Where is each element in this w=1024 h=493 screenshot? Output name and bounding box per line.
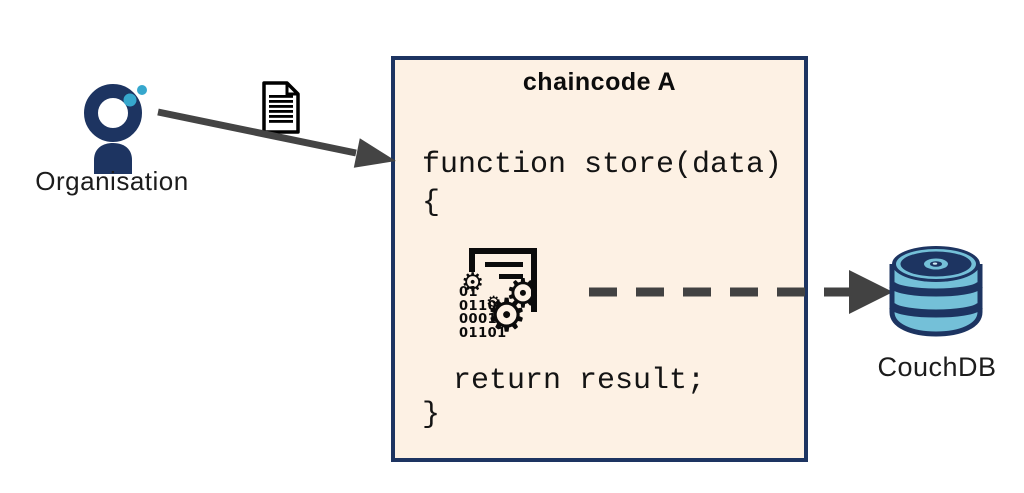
couchdb-database-icon bbox=[889, 246, 983, 337]
gear-icon: ⚙ bbox=[486, 293, 502, 313]
gear-icon: ⚙ bbox=[505, 271, 541, 317]
gear-icon: ⚙ bbox=[486, 288, 528, 342]
data-processing-icon: ⚙ ⚙ ⚙ ⚙ 01 0110 0001 01101 bbox=[459, 248, 553, 346]
binary-line: 0110 bbox=[459, 298, 498, 314]
binary-line: 01 bbox=[459, 285, 479, 300]
organisation-icon bbox=[84, 84, 147, 174]
chaincode-title: chaincode A bbox=[522, 68, 677, 96]
couchdb-label: CouchDB bbox=[877, 352, 997, 382]
organisation-label: Organisation bbox=[35, 166, 189, 196]
code-line-return: return result; bbox=[453, 364, 706, 398]
gear-icon: ⚙ bbox=[461, 268, 485, 298]
binary-line: 01101 bbox=[459, 325, 507, 341]
code-line-close-brace: } bbox=[422, 398, 441, 432]
code-line-open-brace: { bbox=[422, 186, 441, 220]
document-icon bbox=[262, 81, 300, 134]
chaincode-box: chaincode A function store(data) { ⚙ ⚙ ⚙… bbox=[391, 56, 808, 462]
processing-page-frame bbox=[469, 248, 537, 312]
binary-text: 01 0110 0001 01101 bbox=[459, 286, 507, 340]
code-line-function: function store(data) bbox=[422, 148, 783, 182]
binary-line: 0001 bbox=[459, 312, 498, 327]
